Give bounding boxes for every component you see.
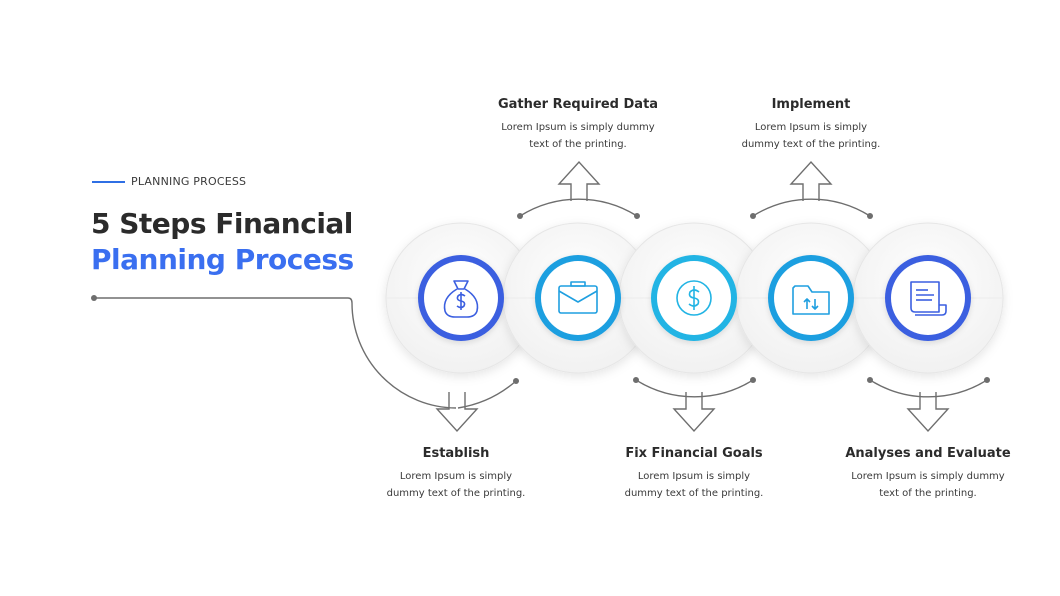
step-2-desc-line-2: text of the printing. — [529, 139, 627, 150]
dollar-coin-icon — [676, 280, 712, 316]
arrow-down-1 — [435, 392, 479, 433]
step-3-desc-line-2: dummy text of the printing. — [624, 488, 764, 499]
step-1-title: Establish — [422, 446, 490, 461]
connectors — [94, 160, 988, 433]
step-4-title: Implement — [771, 97, 851, 112]
envelope-icon — [558, 281, 598, 314]
step-2-text: Gather Required Data Lorem Ipsum is simp… — [478, 97, 678, 153]
arrow-up-4 — [789, 160, 833, 201]
step-1-badge — [418, 255, 504, 341]
arrow-down-5 — [906, 392, 950, 433]
step-2-desc-line-1: Lorem Ipsum is simply dummy — [501, 122, 655, 133]
step-1-desc-line-1: Lorem Ipsum is simply — [399, 471, 513, 482]
step-2-description: Lorem Ipsum is simply dummy text of the p… — [478, 119, 678, 153]
step-5-badge — [885, 255, 971, 341]
step-5-description: Lorem Ipsum is simply dummy text of the p… — [828, 468, 1028, 502]
connector-arc-4 — [752, 198, 871, 217]
step-2-title: Gather Required Data — [497, 97, 659, 112]
step-4-badge — [768, 255, 854, 341]
step-2-badge — [535, 255, 621, 341]
connector-arc-1-right — [457, 380, 517, 409]
title-line-1: 5 Steps Financial — [91, 207, 353, 240]
step-1-desc-line-2: dummy text of the printing. — [386, 488, 526, 499]
step-4-text: Implement Lorem Ipsum is simply dummy tex… — [711, 97, 911, 153]
step-4-description: Lorem Ipsum is simply dummy text of the p… — [711, 119, 911, 153]
arrow-down-3 — [672, 392, 716, 433]
kicker-label: PLANNING PROCESS — [131, 175, 247, 188]
folder-transfer-icon — [792, 285, 830, 315]
step-5-text: Analyses and Evaluate Lorem Ipsum is sim… — [828, 446, 1028, 502]
step-4-desc-line-1: Lorem Ipsum is simply — [754, 122, 868, 133]
arrow-up-2 — [557, 160, 601, 201]
step-3-title: Fix Financial Goals — [625, 446, 763, 461]
step-5-desc-line-2: text of the printing. — [879, 488, 977, 499]
kicker-rule — [92, 181, 125, 183]
step-3-desc-line-1: Lorem Ipsum is simply — [637, 471, 751, 482]
step-5-desc-line-1: Lorem Ipsum is simply dummy — [851, 471, 1005, 482]
connector-arc-2 — [519, 198, 638, 217]
money-bag-icon — [443, 280, 479, 318]
document-icon — [910, 281, 947, 316]
step-3-badge — [651, 255, 737, 341]
step-5-title: Analyses and Evaluate — [845, 446, 1011, 461]
step-3-text: Fix Financial Goals Lorem Ipsum is simpl… — [594, 446, 794, 502]
step-3-description: Lorem Ipsum is simply dummy text of the p… — [594, 468, 794, 502]
connector-arc-5 — [869, 379, 988, 398]
page-title: 5 Steps Financial Planning Process — [91, 206, 354, 278]
step-4-desc-line-2: dummy text of the printing. — [741, 139, 881, 150]
title-line-2: Planning Process — [91, 243, 354, 276]
step-1-description: Lorem Ipsum is simply dummy text of the p… — [356, 468, 556, 502]
connector-arc-3 — [635, 379, 754, 398]
start-connector-line — [94, 297, 457, 409]
connector-dots — [91, 213, 990, 384]
step-1-text: Establish Lorem Ipsum is simply dummy tex… — [356, 446, 556, 502]
outer-rings — [385, 222, 1004, 374]
